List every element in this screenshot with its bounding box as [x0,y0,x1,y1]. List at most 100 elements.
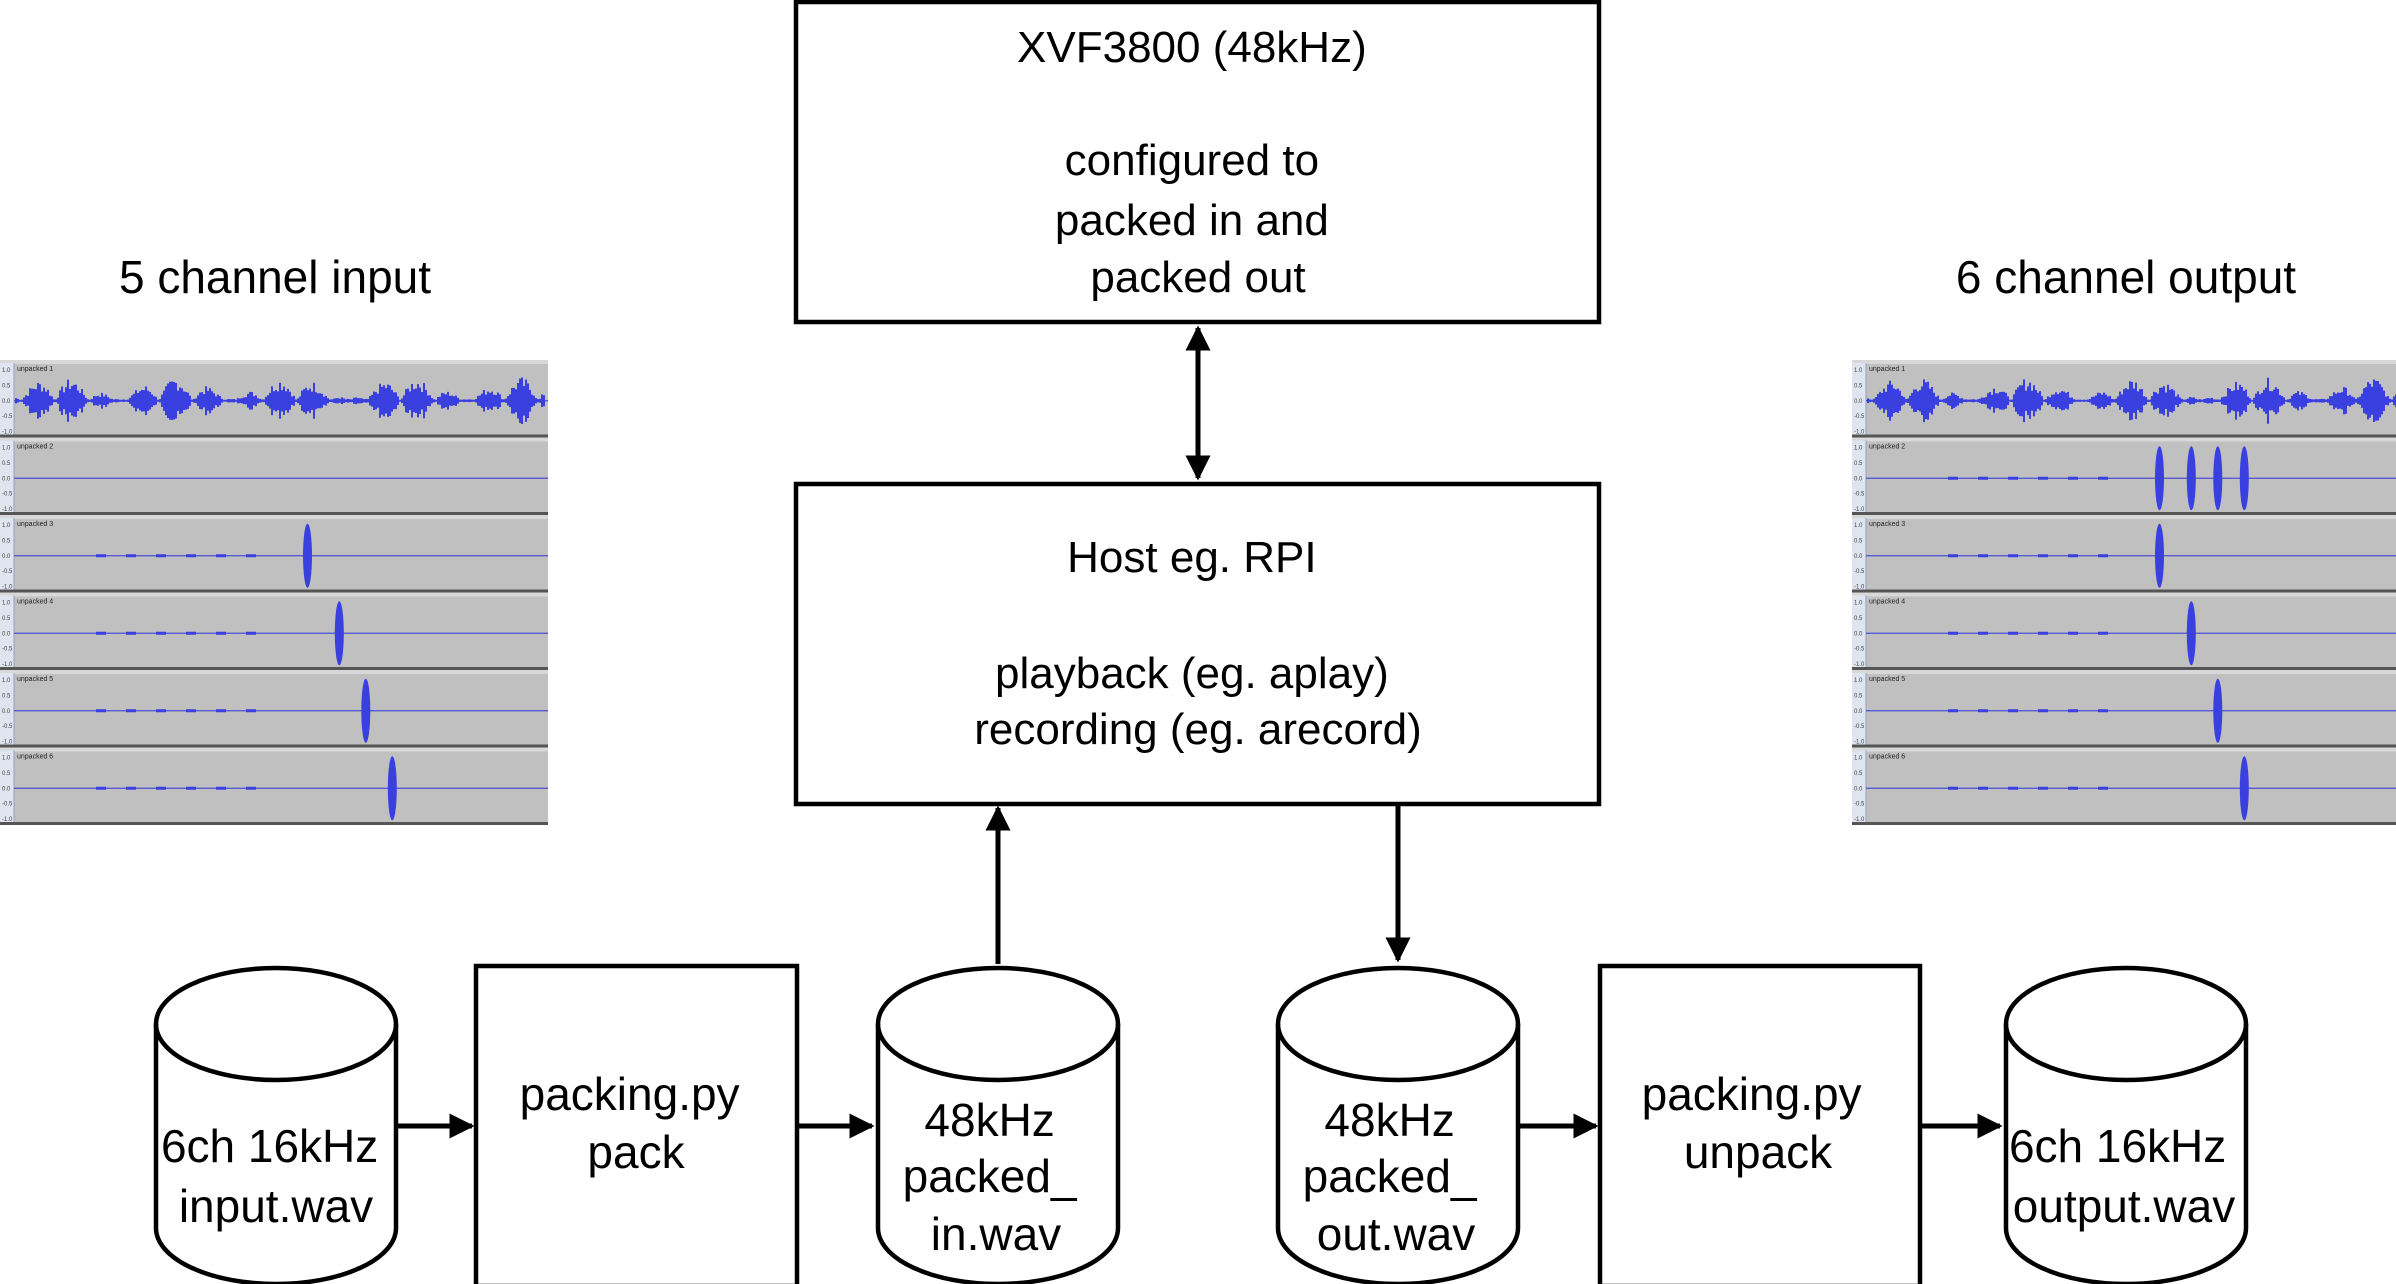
output-waveform-tick-label: 1.0 [1854,756,1863,762]
node-packed-in: 48kHz packed_ in.wav [875,965,1121,1284]
input-waveform-track: unpacked 61.00.50.0-0.5-1.0 [0,747,548,825]
node-host: Host eg. RPI playback (eg. aplay) record… [793,481,1602,807]
output-waveform-signal [1867,377,2396,424]
output-waveform-tick-label: -1.0 [1854,817,1865,823]
input-waveform-tick-label: 0.5 [2,616,11,622]
input-waveform-track-name: unpacked 6 [17,754,53,761]
xvf-line-3: configured to [1065,136,1319,185]
host-line-4: recording (eg. arecord) [974,705,1422,754]
input-waveform-track-name: unpacked 2 [17,444,53,451]
output-waveform-tick-label: 1.0 [1854,523,1863,529]
output-waveform-track-name: unpacked 2 [1869,444,1905,451]
output-waveform-tick-label: 0.5 [1854,693,1863,699]
input-waveform-tick-label: 0.5 [2,383,11,389]
packed-in-line-2: packed_ [903,1150,1078,1202]
input-waveform-tick-label: -1.0 [2,430,13,436]
packed-out-line-2: packed_ [1303,1150,1478,1202]
output-waveform-track: unpacked 41.00.50.0-0.5-1.0 [1852,592,2396,670]
node-xvf3800: XVF3800 (48kHz) configured to packed in … [793,0,1602,325]
packed-in-line-1: 48kHz [924,1094,1054,1146]
output-waveform-track: unpacked 31.00.50.0-0.5-1.0 [1852,515,2396,593]
output-wav-line-2: output.wav [2013,1180,2235,1232]
output-waveform-tick-label: 0.5 [1854,771,1863,777]
output-waveform-tick-label: -1.0 [1854,662,1865,668]
input-waveform-burst [303,523,312,588]
output-waveform-tick-label: 0.0 [1854,476,1863,482]
node-pack: packing.py pack [473,963,800,1284]
input-waveform-tick-label: 0.5 [2,771,11,777]
input-waveform-tick-label: 1.0 [2,756,11,762]
output-waveform-blips [1948,631,2108,635]
input-waveform-tick-label: 0.5 [2,693,11,699]
unpack-line-2: unpack [1684,1126,1833,1178]
output-waveform-tick-label: 0.5 [1854,383,1863,389]
input-waveform-tick-label: 0.0 [2,476,11,482]
packed-in-line-3: in.wav [931,1208,1061,1260]
input-waveform-tick-label: 1.0 [2,446,11,452]
node-packed-out: 48kHz packed_ out.wav [1275,965,1521,1284]
input-waveform-tick-label: 1.0 [2,678,11,684]
input-waveform-blips [96,631,256,635]
node-output-wav: 6ch 16kHz output.wav [2003,965,2249,1284]
unpack-box [1597,963,1923,1284]
output-waveform-tick-label: 0.5 [1854,616,1863,622]
input-waveform-tick-label: -1.0 [2,740,13,746]
output-waveform-tick-label: -0.5 [1854,724,1865,730]
svg-text:Host eg. RPI playback (e: Host eg. RPI playback (eg. aplay) record… [974,533,1422,754]
input-waveform-signal [15,377,545,424]
input-waveform-track: unpacked 51.00.50.0-0.5-1.0 [0,670,548,748]
xvf-line-4: packed in and [1055,196,1329,245]
svg-text:48kHz packed_ out.: 48kHz packed_ out.wav [1303,1094,1490,1260]
output-waveform-burst [2155,446,2164,511]
svg-text:6ch 16kHz output.wav: 6ch 16kHz output.wav [2009,1120,2239,1232]
output-waveform-tick-label: 0.5 [1854,461,1863,467]
input-waveform-blips [96,786,256,790]
input-waveform-blips [96,709,256,713]
output-waveform-tick-label: -0.5 [1854,647,1865,653]
unpack-line-1: packing.py [1642,1068,1862,1120]
input-waveform-tick-label: 0.5 [2,461,11,467]
output-waveform-track: unpacked 11.00.50.0-0.5-1.0 [1852,360,2396,438]
output-waveform-track-name: unpacked 3 [1869,521,1905,528]
input-wav-line-2: input.wav [179,1180,373,1232]
output-waveform-tick-label: 0.0 [1854,554,1863,560]
output-waveform-burst [2186,601,2196,666]
xvf-line-1: XVF3800 (48kHz) [1017,23,1367,72]
packed-out-line-1: 48kHz [1324,1094,1454,1146]
input-waveform-tick-label: 1.0 [2,368,11,374]
output-waveform-track: unpacked 61.00.50.0-0.5-1.0 [1852,747,2396,825]
input-waveform-tick-label: -0.5 [2,492,13,498]
output-waveform-tick-label: 0.0 [1854,399,1863,405]
output-waveform-tick-label: 0.0 [1854,786,1863,792]
input-heading: 5 channel input [119,251,431,303]
xvf-line-5: packed out [1090,253,1305,302]
host-line-3: playback (eg. aplay) [995,649,1389,698]
output-waveform-tick-label: 1.0 [1854,601,1863,607]
input-waveform-tick-label: -1.0 [2,585,13,591]
output-waveform-tick-label: 0.0 [1854,631,1863,637]
output-waveform-track-name: unpacked 1 [1869,366,1905,373]
input-waveform-tick-label: 0.0 [2,709,11,715]
output-waveform-burst [2239,446,2249,511]
output-waveform-blips [1948,554,2108,558]
output-waveform-tick-label: 1.0 [1854,678,1863,684]
output-waveform-tick-label: -1.0 [1854,585,1865,591]
input-waveform-burst [334,601,344,666]
output-waveform-track-name: unpacked 6 [1869,754,1905,761]
output-waveform-track: unpacked 51.00.50.0-0.5-1.0 [1852,670,2396,748]
input-waveform-track-name: unpacked 5 [17,676,53,683]
svg-text:48kHz packed_ in.w: 48kHz packed_ in.wav [903,1094,1090,1260]
output-waveform-tick-label: -0.5 [1854,492,1865,498]
output-waveform-blips [1948,786,2108,790]
output-waveform-burst [2239,756,2249,821]
input-waveform-track: unpacked 11.00.50.0-0.5-1.0 [0,360,548,438]
output-wav-cylinder [2003,965,2249,1284]
host-box [793,481,1602,807]
output-waveform-track: unpacked 21.00.50.0-0.5-1.0 [1852,437,2396,515]
input-waveform-tick-label: 0.5 [2,538,11,544]
output-waveform-tick-label: -1.0 [1854,430,1865,436]
input-waveform-track: unpacked 41.00.50.0-0.5-1.0 [0,592,548,670]
input-waveform-tick-label: 0.0 [2,786,11,792]
input-waveform-track-name: unpacked 1 [17,366,53,373]
